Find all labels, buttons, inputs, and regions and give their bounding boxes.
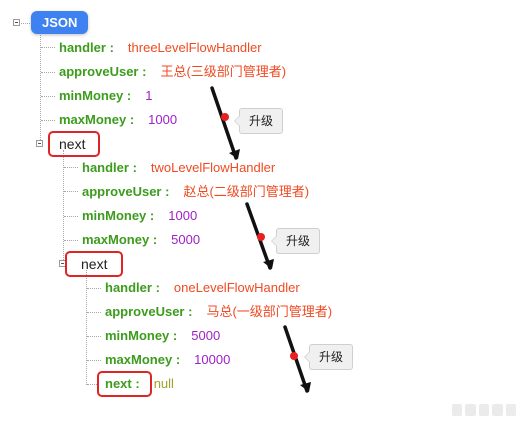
field-key: minMoney: [59, 88, 124, 103]
field-key: approveUser: [82, 184, 162, 199]
field-row-minmoney: minMoney :1000: [82, 208, 198, 223]
field-key: maxMoney: [82, 232, 150, 247]
tree-branch: [41, 120, 55, 121]
field-row-maxmoney: maxMoney :5000: [82, 232, 201, 247]
field-value-string: twoLevelFlowHandler: [150, 160, 276, 175]
tree-branch: [41, 96, 55, 97]
field-value-number: 1: [145, 88, 153, 103]
field-row-next: next :null: [105, 376, 174, 391]
tree-branch: [87, 336, 101, 337]
tree-guide-level3: [86, 270, 87, 385]
tree-branch: [64, 216, 78, 217]
tree-branch: [87, 360, 101, 361]
field-row-minmoney: minMoney :5000: [105, 328, 221, 343]
field-value-number: 10000: [194, 352, 231, 367]
field-row-handler: handler :twoLevelFlowHandler: [82, 160, 276, 175]
field-row-minmoney: minMoney :1: [59, 88, 153, 103]
arrow-upgrade-1: [210, 86, 238, 160]
tree-branch: [87, 288, 101, 289]
tree-branch: [41, 72, 55, 73]
field-key: handler: [59, 40, 106, 55]
arrow-upgrade-2-head: [263, 259, 274, 269]
node-label-next-1[interactable]: next: [59, 136, 86, 152]
field-row-maxmoney: maxMoney :1000: [59, 112, 178, 127]
field-row-handler: handler :threeLevelFlowHandler: [59, 40, 262, 55]
tree-guide-level2: [63, 150, 64, 264]
field-value-number: 1000: [148, 112, 178, 127]
highlight-box-next-2: [65, 251, 123, 277]
highlight-box-next-3: [97, 371, 152, 397]
upgrade-tooltip-2: 升级: [270, 228, 321, 254]
tree-branch: [87, 384, 97, 385]
field-value-number: 5000: [171, 232, 201, 247]
field-key: approveUser: [105, 304, 185, 319]
tree-branch: [64, 167, 78, 168]
tree-branch: [87, 312, 101, 313]
tree-branch: [64, 240, 78, 241]
highlight-box-next-1: [48, 131, 100, 157]
field-key: next: [105, 376, 132, 391]
field-key: handler: [82, 160, 129, 175]
upgrade-tooltip-1: 升级: [233, 108, 284, 134]
tree-branch: [41, 47, 55, 48]
field-row-approveuser: approveUser :赵总(二级部门管理者): [82, 184, 310, 199]
upgrade-tooltip-3: 升级: [303, 344, 354, 370]
field-key: minMoney: [105, 328, 170, 343]
field-value-number: 1000: [168, 208, 198, 223]
arrow-upgrade-3-head: [300, 382, 311, 392]
field-row-maxmoney: maxMoney :10000: [105, 352, 231, 367]
field-key: maxMoney: [59, 112, 127, 127]
field-key: handler: [105, 280, 152, 295]
collapse-toggle-next-1[interactable]: [36, 140, 43, 147]
tree-branch: [64, 191, 78, 192]
tree-guide-root: [40, 32, 41, 144]
field-key: maxMoney: [105, 352, 173, 367]
annotation-dot: [221, 113, 229, 121]
collapse-toggle-root[interactable]: [13, 19, 20, 26]
field-row-approveuser: approveUser :马总(一级部门管理者): [105, 304, 333, 319]
field-value-string: 马总(一级部门管理者): [206, 304, 333, 319]
field-row-approveuser: approveUser :王总(三级部门管理者): [59, 64, 287, 79]
field-value-number: 5000: [191, 328, 221, 343]
field-value-null: null: [153, 376, 174, 391]
field-key: approveUser: [59, 64, 139, 79]
node-label-next-2[interactable]: next: [81, 256, 108, 272]
tree-branch: [21, 23, 30, 24]
root-node-badge[interactable]: JSON: [31, 11, 89, 34]
annotation-dot: [290, 352, 298, 360]
field-value-string: 赵总(二级部门管理者): [183, 184, 310, 199]
annotation-dot: [257, 233, 265, 241]
field-row-handler: handler :oneLevelFlowHandler: [105, 280, 300, 295]
watermark-logo: [452, 404, 517, 416]
field-value-string: threeLevelFlowHandler: [127, 40, 262, 55]
field-key: minMoney: [82, 208, 147, 223]
field-value-string: oneLevelFlowHandler: [173, 280, 300, 295]
field-value-string: 王总(三级部门管理者): [160, 64, 287, 79]
